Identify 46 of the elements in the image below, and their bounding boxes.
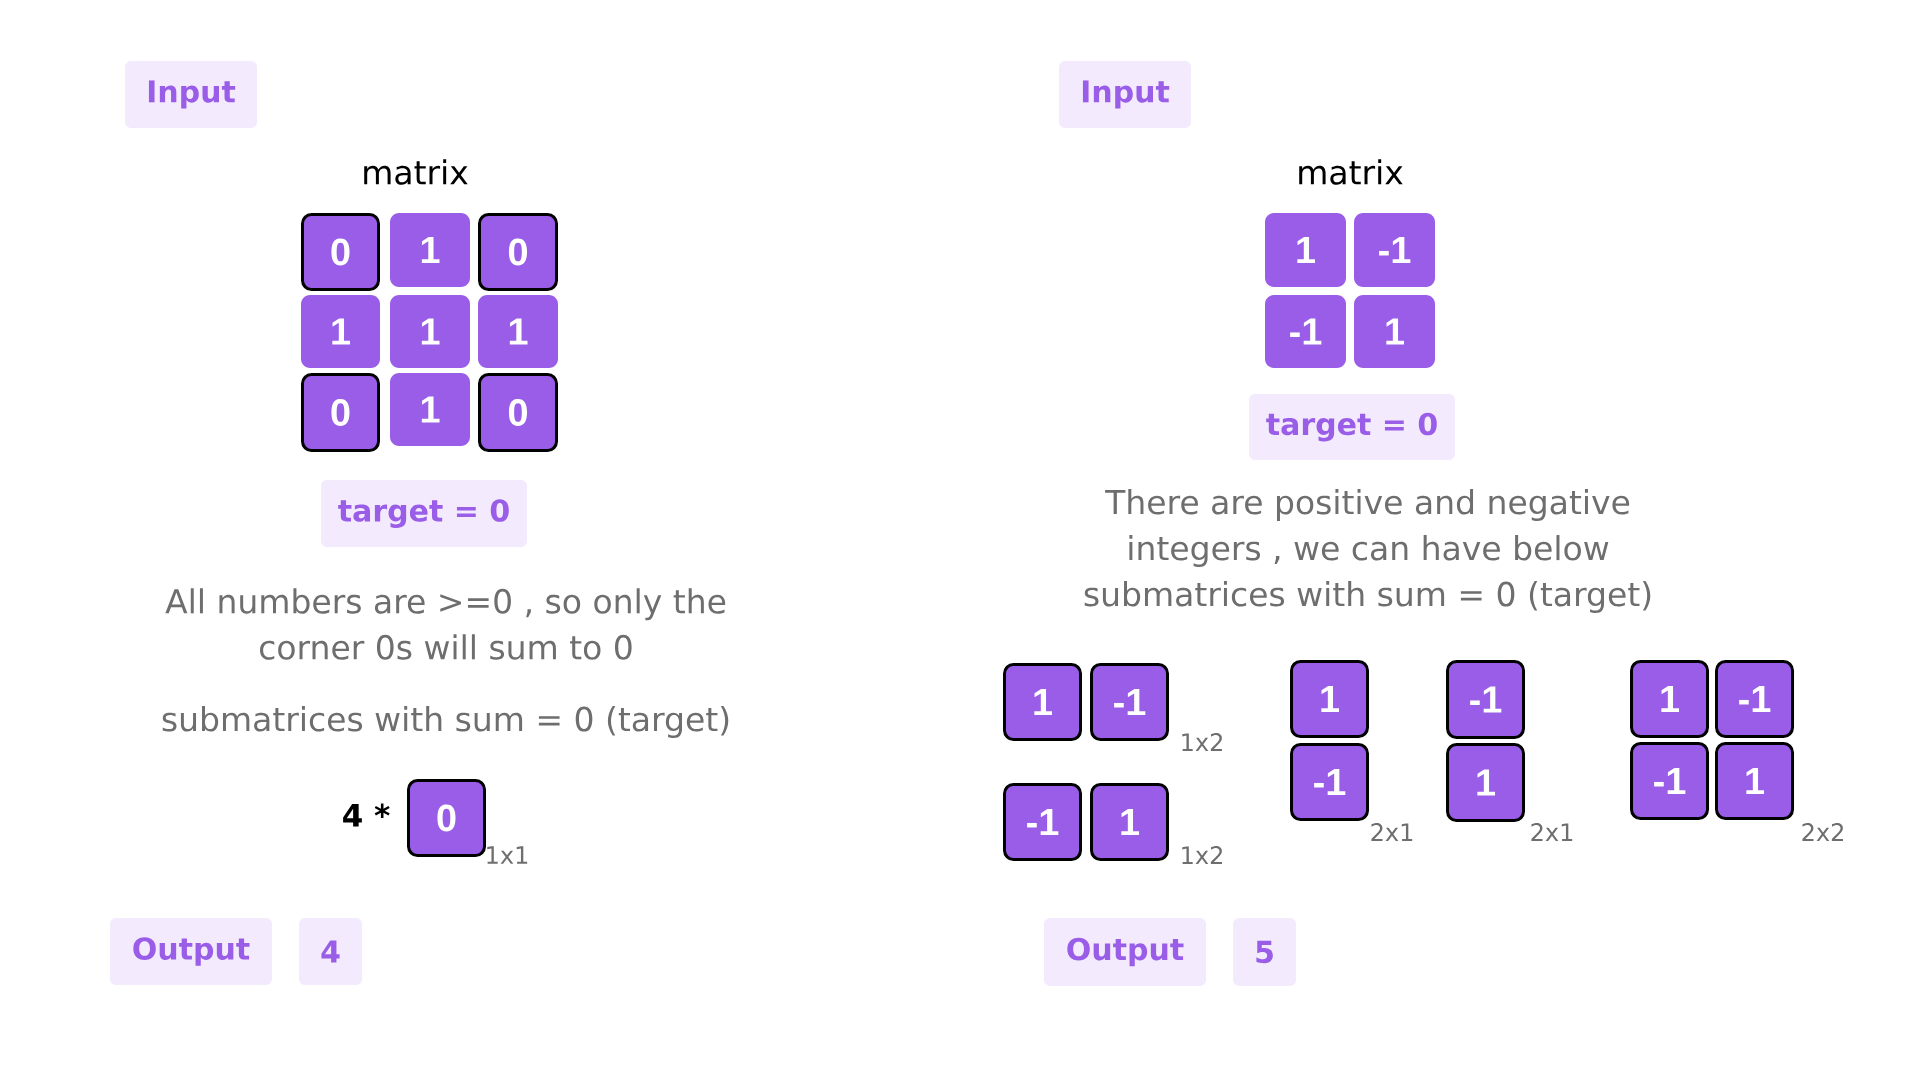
- matrix-cell: 1: [301, 295, 380, 368]
- highlighted-cell: 0: [301, 373, 380, 452]
- matrix-cell: 1: [1354, 295, 1435, 368]
- submatrix-cell: 1: [1003, 663, 1082, 741]
- heading-tag: Input: [1059, 61, 1191, 128]
- submatrix-cell: 1: [1715, 742, 1794, 820]
- matrix-cell: 1: [1265, 213, 1346, 287]
- submatrix-cell: 1: [1630, 660, 1709, 738]
- result-tag: 5: [1233, 918, 1296, 986]
- submatrix-cell: -1: [1003, 783, 1082, 861]
- submatrix-cell: -1: [1715, 660, 1794, 738]
- submatrix-cell: -1: [1290, 743, 1369, 821]
- highlighted-cell: 0: [407, 779, 486, 857]
- result-tag: 4: [299, 918, 362, 985]
- explanation-text: All numbers are >=0 , so only the corner 0s will sum to 0: [165, 588, 726, 660]
- matrix-cell: 1: [390, 295, 470, 368]
- matrix-cell: -1: [1354, 213, 1435, 287]
- submatrix-cell: 1: [1090, 783, 1169, 861]
- submatrix-cell: -1: [1630, 742, 1709, 820]
- size-label: 2x1: [1531, 823, 1573, 841]
- size-label: 2x2: [1802, 823, 1843, 841]
- submatrix-cell: -1: [1090, 663, 1169, 741]
- size-label: 2x1: [1371, 823, 1413, 841]
- highlighted-cell: 0: [478, 213, 558, 291]
- explanation-text: There are positive and negative integers , we can have below submatrices with sum = 0 (target): [1084, 489, 1651, 613]
- size-label: 1x1: [487, 846, 528, 864]
- target-tag: target = 0: [1249, 394, 1455, 460]
- matrix-caption: matrix: [364, 159, 468, 185]
- highlighted-cell: 0: [301, 213, 380, 291]
- matrix-cell: 1: [478, 295, 558, 368]
- matrix-cell: 1: [390, 373, 470, 446]
- submatrix-cell: 1: [1446, 743, 1525, 822]
- target-tag: target = 0: [321, 480, 527, 547]
- highlighted-cell: 0: [478, 373, 558, 452]
- matrix-cell: -1: [1265, 295, 1346, 368]
- matrix-caption: matrix: [1299, 159, 1403, 185]
- explanation-text: submatrices with sum = 0 (target): [162, 706, 729, 738]
- submatrix-cell: 1: [1290, 660, 1369, 738]
- heading-tag: Input: [125, 61, 257, 128]
- size-label: 1x2: [1182, 733, 1222, 751]
- submatrix-cell: -1: [1446, 660, 1525, 739]
- heading-tag: Output: [110, 918, 272, 985]
- matrix-cell: 1: [390, 213, 470, 287]
- size-label: 1x2: [1182, 846, 1222, 864]
- multiplier-text: 4 *: [343, 803, 390, 827]
- heading-tag: Output: [1044, 918, 1206, 986]
